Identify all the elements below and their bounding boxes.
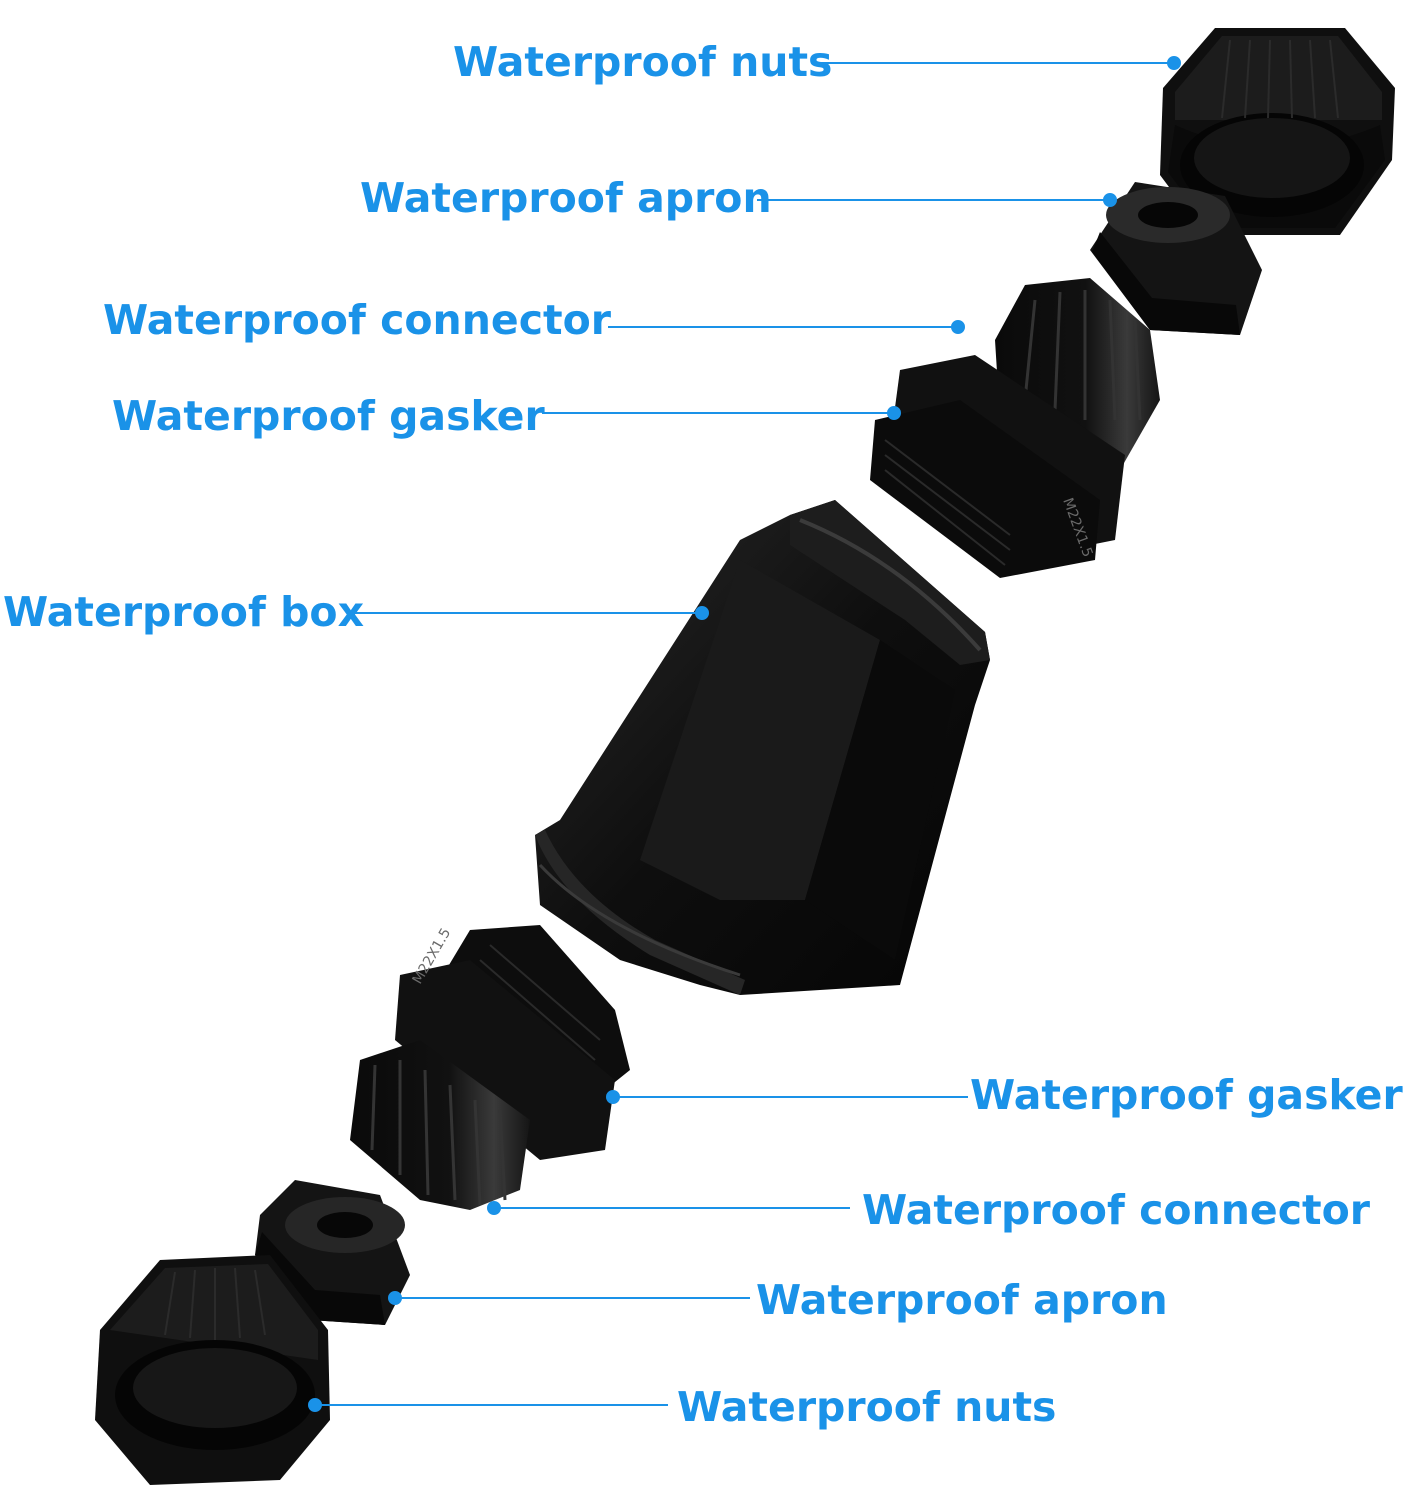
label-waterproof-nuts-bottom: Waterproof nuts	[677, 1383, 1057, 1431]
label-waterproof-connector-top: Waterproof connector	[103, 296, 612, 344]
label-waterproof-apron-bottom: Waterproof apron	[756, 1276, 1168, 1324]
waterproof-connector-icon: M22X1.5	[870, 278, 1160, 578]
label-waterproof-gasket-bottom: Waterproof gasker	[970, 1071, 1403, 1119]
label-waterproof-box: Waterproof box	[3, 588, 365, 636]
label-waterproof-gasket-top: Waterproof gasker	[112, 392, 545, 440]
label-waterproof-nuts-top: Waterproof nuts	[453, 38, 833, 86]
label-waterproof-apron-top: Waterproof apron	[360, 174, 772, 222]
leader-lines	[308, 56, 1181, 1412]
waterproof-connector-icon: M22X1.5	[350, 925, 630, 1210]
waterproof-nut-icon	[95, 1255, 330, 1485]
waterproof-box-icon	[535, 500, 990, 995]
label-waterproof-connector-bottom: Waterproof connector	[862, 1186, 1371, 1234]
waterproof-apron-icon	[1090, 182, 1262, 335]
